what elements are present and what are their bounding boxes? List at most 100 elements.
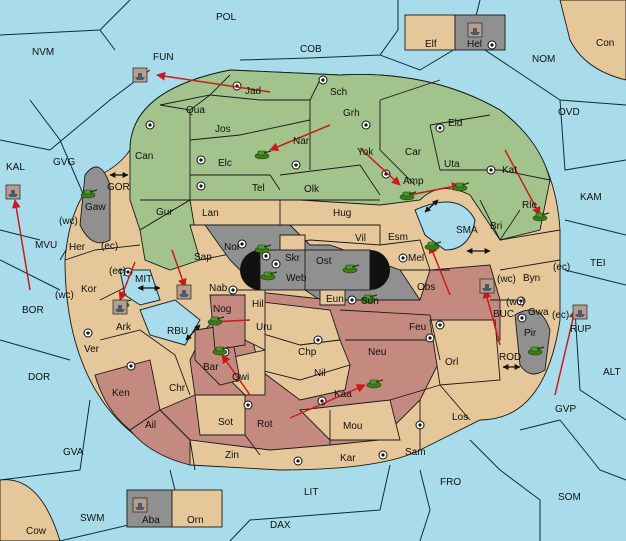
- supply-center-icon: [271, 259, 281, 269]
- region-orl[interactable]: [429, 319, 501, 386]
- label-neu: Neu: [368, 347, 386, 358]
- label-chr: Chr: [169, 383, 186, 394]
- label-qwi: Qwi: [232, 372, 249, 383]
- supply-center-icon: [378, 450, 388, 460]
- label-orn: Orn: [187, 515, 204, 526]
- region-sot[interactable]: [194, 394, 246, 436]
- label-nab: Nab: [209, 283, 228, 294]
- label-mvu: MVU: [35, 240, 57, 251]
- label-chp: Chp: [298, 347, 317, 358]
- label-gwa: Gwa: [528, 307, 549, 318]
- label-gwa-wc: (wc): [506, 297, 525, 308]
- supply-center-icon: [83, 328, 93, 338]
- label-yok: Yok: [357, 147, 374, 158]
- label-uta: Uta: [444, 159, 460, 170]
- region-mou[interactable]: [299, 399, 401, 441]
- label-jos: Jos: [215, 124, 231, 135]
- label-qua: Qua: [186, 105, 205, 116]
- label-kal: KAL: [6, 162, 25, 173]
- label-gva: GVA: [63, 447, 84, 458]
- label-sun: Sun: [361, 296, 379, 307]
- label-hug: Hug: [333, 208, 351, 219]
- label-gvg: GVG: [53, 157, 75, 168]
- label-pir: Pir: [524, 328, 537, 339]
- label-eun: Eun: [326, 294, 344, 305]
- label-nor: Nor: [224, 242, 241, 253]
- label-nvm: NVM: [32, 47, 54, 58]
- supply-center-icon: [293, 456, 303, 466]
- label-elc: Elc: [218, 158, 232, 169]
- label-sma: SMA: [456, 225, 478, 236]
- supply-center-icon: [318, 75, 328, 85]
- label-aba: Aba: [142, 515, 160, 526]
- supply-center-icon: [228, 285, 238, 295]
- region-elf[interactable]: [404, 14, 456, 51]
- label-sap: Sap: [194, 252, 212, 263]
- supply-center-icon: [196, 181, 206, 191]
- supply-center-icon: [196, 155, 206, 165]
- label-rot: Rot: [257, 419, 273, 430]
- label-kaa: Kaa: [334, 389, 352, 400]
- label-swm: SWM: [80, 513, 104, 524]
- region-orn[interactable]: [171, 489, 223, 528]
- label-ark: Ark: [116, 322, 132, 333]
- fleet-icon: [572, 304, 588, 320]
- fleet-icon: [176, 284, 192, 300]
- supply-center-icon: [398, 253, 408, 263]
- label-nar: Nar: [293, 136, 310, 147]
- label-zin: Zin: [225, 450, 239, 461]
- label-cob: COB: [300, 44, 322, 55]
- label-sam: Sam: [405, 447, 426, 458]
- label-kor-wc: (wc): [55, 290, 74, 301]
- label-kat: Kat: [502, 165, 517, 176]
- label-kor: Kor: [81, 284, 97, 295]
- double-arrows: [109, 172, 521, 370]
- label-bri: Bri: [490, 221, 502, 232]
- region-nil[interactable]: [259, 364, 351, 401]
- label-con: Con: [596, 38, 614, 49]
- supply-center-icon: [361, 120, 371, 130]
- label-dax: DAX: [270, 520, 291, 531]
- supply-center-icon: [435, 320, 445, 330]
- south-borders: [64, 229, 561, 471]
- label-los: Los: [452, 412, 468, 423]
- label-gur: Gur: [156, 207, 173, 218]
- label-fro: FRO: [440, 477, 461, 488]
- label-kor-ec: (ec): [109, 266, 126, 277]
- label-kam: KAM: [580, 192, 602, 203]
- fleet-icon: [132, 67, 148, 83]
- label-ost: Ost: [316, 256, 332, 267]
- supply-center-icon: [425, 333, 435, 343]
- label-bar: Bar: [203, 362, 219, 373]
- supply-center-icon: [517, 313, 527, 323]
- label-som: SOM: [558, 492, 581, 503]
- supply-center-icon: [347, 295, 357, 305]
- label-gaw-ec: (ec): [101, 241, 118, 252]
- region-ail[interactable]: [129, 409, 191, 466]
- fleet-icon: [479, 278, 495, 294]
- region-pir[interactable]: [514, 309, 551, 375]
- label-tel: Tel: [252, 183, 265, 194]
- region-sap[interactable]: [139, 199, 201, 271]
- label-rup: RUP: [570, 324, 591, 335]
- supply-center-icon: [243, 400, 253, 410]
- label-jad: Jad: [245, 86, 261, 97]
- label-alt: ALT: [603, 367, 621, 378]
- label-ver: Ver: [84, 344, 100, 355]
- label-rbu: RBU: [167, 326, 188, 337]
- label-nil: Nil: [314, 368, 326, 379]
- order-arrows: [11, 71, 578, 419]
- label-ovd: OVD: [558, 107, 580, 118]
- region-nog[interactable]: [209, 294, 246, 351]
- label-gvp: GVP: [555, 404, 576, 415]
- region-sma[interactable]: [414, 201, 476, 251]
- label-feu: Feu: [409, 322, 426, 333]
- label-car: Car: [405, 147, 422, 158]
- label-buc-wc: (wc): [497, 274, 516, 285]
- label-elf: Elf: [425, 39, 437, 50]
- region-labels: POL NVM FUN COB Elf Hel Con NOM OVD KAM …: [6, 12, 621, 537]
- region-gaw[interactable]: [79, 166, 111, 244]
- label-dor: DOR: [28, 372, 50, 383]
- label-gaw: Gaw: [85, 202, 106, 213]
